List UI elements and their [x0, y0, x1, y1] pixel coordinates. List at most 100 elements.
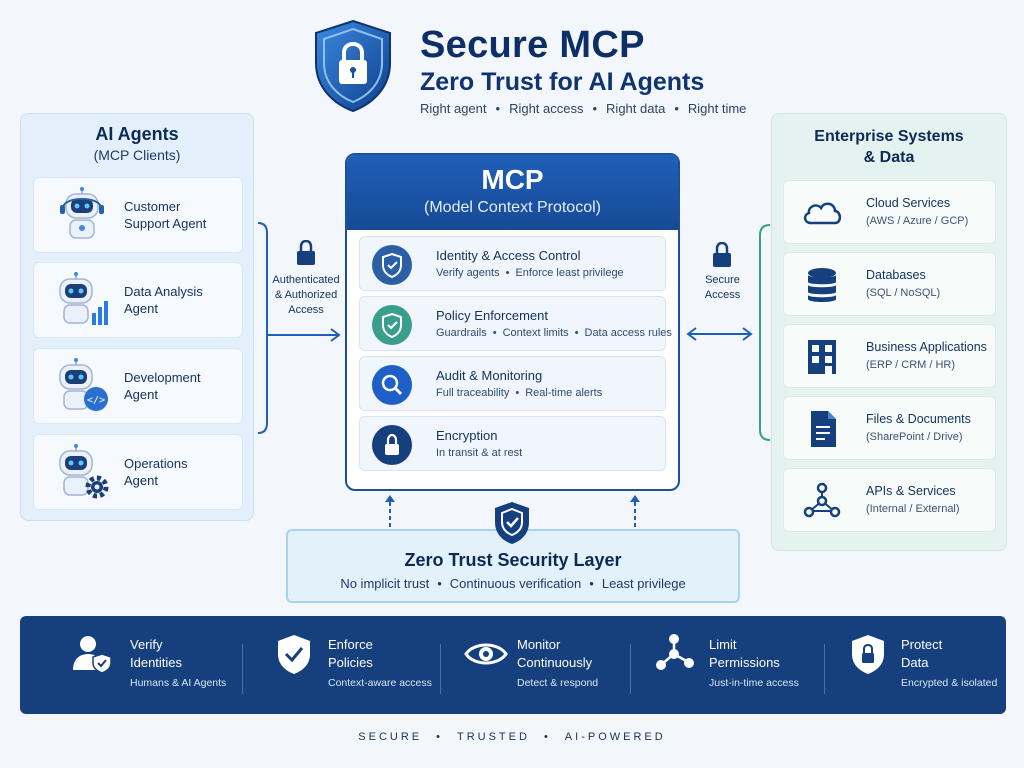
- shield-check-icon: [278, 635, 310, 674]
- system-sub: (SQL / NoSQL): [866, 287, 941, 299]
- system-sub: (AWS / Azure / GCP): [866, 215, 969, 227]
- dashed-arrow-up: [630, 495, 640, 527]
- mcp-item-desc: Real-time alerts: [525, 387, 603, 399]
- footer-word: AI-POWERED: [564, 731, 666, 743]
- principle-title: Enforce: [328, 637, 373, 652]
- principle-monitor[interactable]: Monitor Continuously Detect & respond: [464, 616, 644, 714]
- left-connector: [257, 222, 341, 434]
- mcp-item-name: Policy Enforcement: [436, 308, 548, 323]
- system-sub: (Internal / External): [866, 503, 960, 515]
- connector-text: Secure: [705, 274, 740, 286]
- footer-word: TRUSTED: [456, 731, 530, 743]
- page-title: Secure MCP: [420, 24, 645, 66]
- mcp-item-desc: Data access rules: [584, 327, 672, 339]
- lock-icon: [385, 433, 399, 455]
- agent-label: Operations: [124, 456, 188, 471]
- shield-check-icon: [495, 502, 529, 544]
- lock-icon: [297, 240, 315, 265]
- principle-sub: Detect & respond: [517, 677, 599, 689]
- cloud-icon: [803, 202, 842, 225]
- agent-label: Agent: [124, 301, 158, 316]
- principle-sub: Context-aware access: [328, 677, 432, 689]
- mcp-item-policy[interactable]: Policy Enforcement Guardrails• Context l…: [359, 296, 672, 351]
- agent-label: Data Analysis: [124, 284, 203, 299]
- mcp-item-desc: Verify agents: [436, 267, 500, 279]
- mcp-item-name: Audit & Monitoring: [436, 368, 543, 383]
- system-name: Databases: [866, 268, 926, 282]
- robot-code-icon: </>: [59, 358, 108, 411]
- system-name: Files & Documents: [866, 412, 971, 426]
- divider: [824, 644, 825, 694]
- tagline-item: Right time: [687, 101, 747, 116]
- left-connector-label: Authenticated & Authorized Access: [266, 273, 346, 318]
- agent-card-operations[interactable]: Operations Agent: [33, 434, 243, 510]
- system-card-files[interactable]: Files & Documents (SharePoint / Drive): [783, 396, 996, 460]
- page-subtitle: Zero Trust for AI Agents: [420, 68, 705, 96]
- network-nodes-icon: [656, 634, 694, 670]
- divider: [630, 644, 631, 694]
- mcp-header: MCP (Model Context Protocol): [347, 155, 678, 230]
- principle-protect[interactable]: Protect Data Encrypted & isolated: [848, 616, 998, 714]
- right-connector-label: Secure Access: [695, 273, 750, 303]
- connector-text: & Authorized: [274, 289, 338, 301]
- tagline-item: Right data: [606, 101, 666, 116]
- mcp-box: MCP (Model Context Protocol) Identity & …: [345, 153, 680, 491]
- panel-title: & Data: [863, 149, 915, 166]
- principle-sub: Encrypted & isolated: [901, 677, 998, 689]
- footer-tagline: SECURE• TRUSTED• AI-POWERED: [358, 731, 666, 743]
- system-name: Business Applications: [866, 340, 987, 354]
- principle-title: Verify: [130, 637, 163, 652]
- mcp-title: MCP: [481, 164, 544, 195]
- database-icon: [808, 268, 836, 302]
- shield-lock-icon: [315, 19, 391, 113]
- divider: [242, 644, 243, 694]
- shield-check-icon: [382, 312, 402, 339]
- agent-label: Development: [124, 370, 201, 385]
- system-card-cloud[interactable]: Cloud Services (AWS / Azure / GCP): [783, 180, 996, 244]
- connector-text: Authenticated: [272, 274, 340, 286]
- right-connector: [686, 224, 771, 441]
- system-sub: (SharePoint / Drive): [866, 431, 963, 443]
- agent-label: Customer: [124, 199, 181, 214]
- mcp-item-encryption[interactable]: Encryption In transit & at rest: [359, 416, 666, 471]
- system-sub: (ERP / CRM / HR): [866, 359, 956, 371]
- magnifier-icon: [381, 374, 403, 396]
- system-name: Cloud Services: [866, 196, 951, 210]
- principle-limit[interactable]: Limit Permissions Just-in-time access: [654, 616, 834, 714]
- lock-icon: [713, 242, 731, 267]
- agent-card-development[interactable]: </> Development Agent: [33, 348, 243, 424]
- footer-word: SECURE: [358, 731, 423, 743]
- svg-text:</>: </>: [87, 395, 105, 406]
- robot-headset-icon: [60, 187, 104, 239]
- mcp-item-desc: Context limits: [502, 327, 569, 339]
- principle-title: Policies: [328, 655, 373, 670]
- agent-card-customer-support[interactable]: Customer Support Agent: [33, 177, 243, 253]
- agent-card-data-analysis[interactable]: Data Analysis Agent: [33, 262, 243, 338]
- shield-check-icon: [382, 252, 402, 279]
- system-card-databases[interactable]: Databases (SQL / NoSQL): [783, 252, 996, 316]
- ai-agents-panel: AI Agents (MCP Clients) Customer Support…: [20, 113, 254, 521]
- principle-title: Permissions: [709, 655, 780, 670]
- system-card-business-apps[interactable]: Business Applications (ERP / CRM / HR): [783, 324, 996, 388]
- mcp-item-desc: Full traceability: [436, 387, 510, 399]
- mcp-item-identity[interactable]: Identity & Access Control Verify agents•…: [359, 236, 666, 291]
- agent-label: Agent: [124, 387, 158, 402]
- system-card-apis[interactable]: APIs & Services (Internal / External): [783, 468, 996, 532]
- mcp-item-audit[interactable]: Audit & Monitoring Full traceability• Re…: [359, 356, 666, 411]
- principle-title: Limit: [709, 637, 737, 652]
- principle-sub: Humans & AI Agents: [130, 677, 227, 689]
- system-name: APIs & Services: [866, 484, 956, 498]
- mcp-subtitle: (Model Context Protocol): [424, 199, 601, 216]
- principle-title: Monitor: [517, 637, 561, 652]
- divider: [440, 644, 441, 694]
- dashed-arrow-up: [385, 495, 395, 527]
- mcp-item-desc: In transit & at rest: [436, 447, 523, 459]
- principle-title: Identities: [130, 655, 183, 670]
- principle-title: Data: [901, 655, 929, 670]
- principle-enforce[interactable]: Enforce Policies Context-aware access: [274, 616, 454, 714]
- principle-verify[interactable]: Verify Identities Humans & AI Agents: [70, 616, 260, 714]
- principles-bar: Verify Identities Humans & AI Agents Enf…: [20, 616, 1006, 714]
- mcp-item-desc: Enforce least privilege: [515, 267, 624, 279]
- principle-title: Continuously: [517, 655, 593, 670]
- tagline-item: Right access: [509, 101, 584, 116]
